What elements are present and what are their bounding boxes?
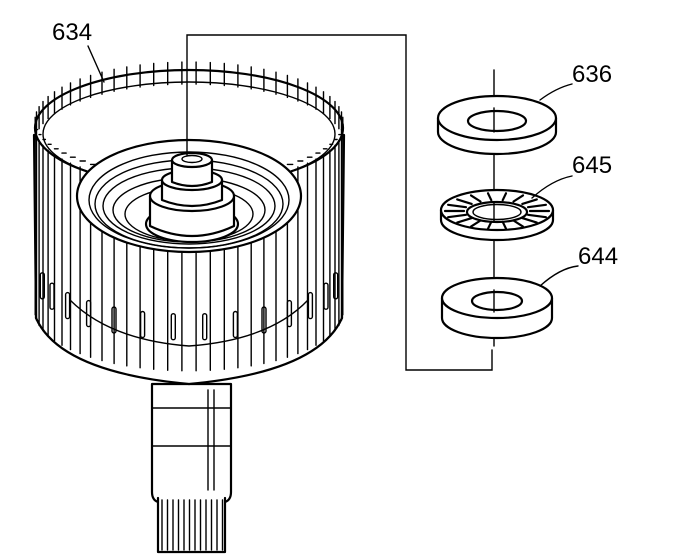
drum-slot [64,291,71,320]
callout-label-drum: 634 [52,19,92,46]
bearing-roller [456,217,473,224]
input-shaft [150,382,233,554]
bearing-roller [521,198,538,205]
callout-645: 645 [531,152,612,199]
bearing-roller [526,213,548,219]
callout-label-thrust-bearing: 645 [572,152,612,179]
shaft-splines [161,499,224,551]
bearing-roller [469,219,482,228]
callout-634: 634 [52,19,105,83]
bearing-roller [456,198,473,205]
drum-slot [39,272,45,300]
bearing-roller [501,192,508,202]
drum-slot [170,313,177,341]
bearing-rollers [443,192,551,230]
callout-644: 644 [539,243,618,287]
callout-label-washer-bottom: 644 [578,243,618,270]
bearing-roller [486,220,493,230]
drum-slot [307,291,314,320]
bearing-roller [512,219,525,228]
drum-slot [333,272,339,300]
drum-slot [49,282,55,310]
bearing-roller [447,213,468,219]
thrust-bearing-645 [439,188,555,242]
callout-636: 636 [539,61,612,101]
callout-label-washer-top: 636 [572,61,612,88]
drum-slots [39,272,339,341]
drum-slot [111,306,117,334]
clutch-drum [32,61,346,386]
bearing-roller [447,203,468,209]
bearing-roller [512,194,525,203]
bearing-roller [469,194,482,203]
drum-slot [139,310,146,339]
drum-slot [323,282,329,310]
drum-slot [85,299,92,328]
thrust-washer-644 [440,276,554,340]
bearing-roller [521,217,538,224]
bearing-roller [501,220,508,230]
bearing-roller [526,203,548,209]
drum-slot [286,299,293,328]
bearing-roller [486,192,493,202]
drum-slot [201,313,208,341]
thrust-washer-636 [436,94,558,156]
drum-slot [261,306,267,334]
drum-slot [232,310,239,339]
